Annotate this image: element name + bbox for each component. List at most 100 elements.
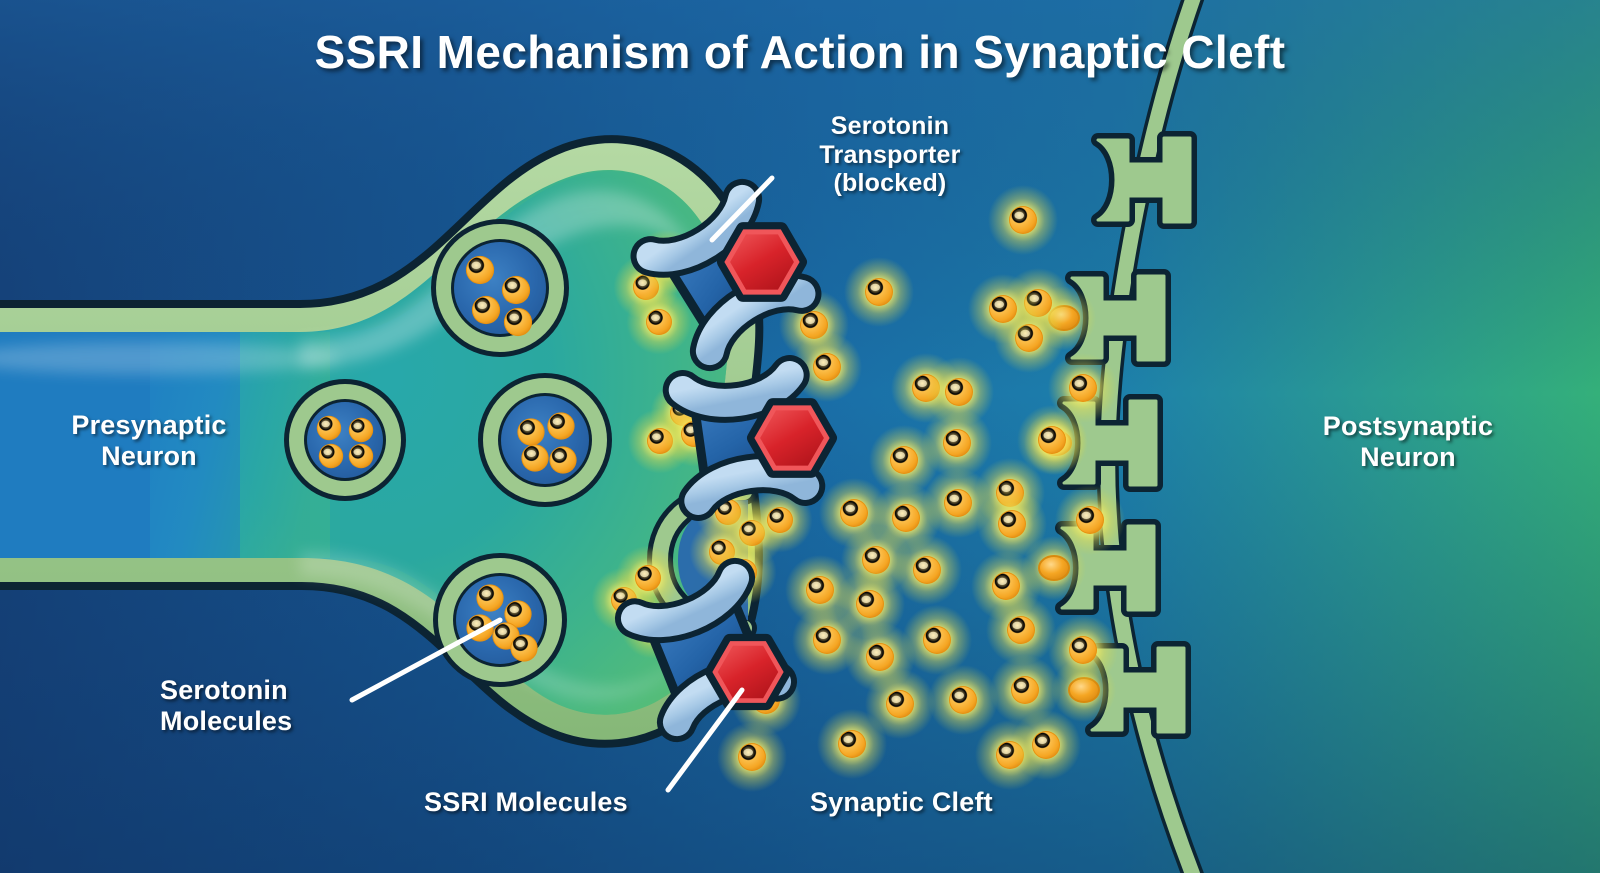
- ssri-molecule[interactable]: [717, 222, 807, 302]
- transporter-layer: [614, 178, 837, 743]
- serotonin-body: [550, 447, 576, 473]
- serotonin-specular: [997, 577, 1007, 586]
- serotonin-layer: [591, 185, 1125, 792]
- serotonin-specular: [720, 504, 729, 512]
- membrane-highlight-bottom: [300, 551, 690, 700]
- serotonin-specular: [861, 595, 871, 604]
- serotonin-specular: [871, 648, 881, 657]
- serotonin-body: [466, 256, 494, 284]
- postsynaptic-receptor: [1091, 131, 1197, 229]
- serotonin-molecule: [717, 722, 787, 792]
- leader-lines: [349, 175, 775, 793]
- serotonin-body: [349, 418, 373, 442]
- serotonin-body: [1009, 206, 1037, 234]
- serotonin-body: [944, 489, 972, 517]
- serotonin-specular: [954, 691, 964, 700]
- serotonin-body: [992, 572, 1020, 600]
- serotonin-body: [865, 278, 893, 306]
- leader-serotonin: [349, 617, 503, 703]
- serotonin-specular: [471, 261, 481, 270]
- serotonin-specular: [515, 639, 525, 648]
- transporter-cap-0: [620, 563, 750, 638]
- receptor-body: [1096, 136, 1192, 224]
- serotonin-molecule: [501, 275, 531, 305]
- serotonin-molecule: [316, 415, 342, 441]
- serotonin-molecule: [318, 443, 344, 469]
- serotonin-specular: [805, 316, 815, 325]
- ssri-molecule[interactable]: [705, 633, 791, 711]
- serotonin-specular: [497, 627, 507, 636]
- ssri-molecule[interactable]: [747, 398, 837, 478]
- serotonin-molecule: [844, 257, 914, 327]
- serotonin-specular: [994, 300, 1004, 309]
- serotonin-molecule: [902, 605, 972, 675]
- serotonin-body: [813, 626, 841, 654]
- serotonin-body: [856, 590, 884, 618]
- serotonin-molecule: [869, 425, 939, 495]
- serotonin-body: [1069, 636, 1097, 664]
- serotonin-molecule: [792, 332, 862, 402]
- serotonin-specular: [845, 504, 855, 513]
- serotonin-molecule: [977, 489, 1047, 559]
- receptor-layer: [1022, 131, 1197, 739]
- serotonin-body: [1007, 616, 1035, 644]
- serotonin-specular: [772, 512, 781, 520]
- serotonin-body: [767, 507, 793, 533]
- ssri-body: [717, 645, 779, 699]
- serotonin-body: [862, 546, 890, 574]
- serotonin-molecule: [990, 655, 1060, 725]
- synaptic-vesicle: [478, 373, 612, 507]
- serotonin-specular: [552, 417, 562, 426]
- ssri-body: [760, 410, 824, 466]
- serotonin-specular: [949, 494, 959, 503]
- serotonin-molecule: [549, 446, 577, 474]
- serotonin-specular: [867, 551, 877, 560]
- serotonin-specular: [870, 283, 880, 292]
- serotonin-specular: [509, 605, 519, 614]
- serotonin-body: [472, 296, 500, 324]
- serotonin-body: [319, 444, 343, 468]
- serotonin-specular: [1003, 515, 1013, 524]
- serotonin-specular: [818, 358, 828, 367]
- serotonin-specular: [554, 451, 564, 460]
- vesicle-lumen: [501, 396, 589, 484]
- axon-highlight: [0, 342, 340, 374]
- serotonin-body: [840, 499, 868, 527]
- ssri-body: [730, 234, 794, 290]
- serotonin-body: [1011, 676, 1039, 704]
- serotonin-body: [838, 730, 866, 758]
- serotonin-specular: [1074, 641, 1084, 650]
- serotonin-specular: [1037, 736, 1047, 745]
- serotonin-body: [502, 276, 530, 304]
- serotonin-body: [1032, 731, 1060, 759]
- leader-ssri: [665, 687, 745, 793]
- serotonin-specular: [323, 448, 332, 456]
- serotonin-molecule: [1011, 710, 1081, 780]
- serotonin-specular: [353, 422, 362, 430]
- serotonin-body: [504, 308, 532, 336]
- serotonin-specular: [895, 451, 905, 460]
- synaptic-vesicle: [284, 379, 406, 501]
- serotonin-molecule: [865, 669, 935, 739]
- serotonin-specular: [651, 314, 660, 322]
- serotonin-molecule: [968, 274, 1038, 344]
- serotonin-molecule: [1048, 615, 1118, 685]
- serotonin-body: [511, 635, 537, 661]
- transporter-cap-1: [684, 459, 820, 515]
- serotonin-specular: [928, 631, 938, 640]
- vesicle-layer: [284, 219, 612, 687]
- serotonin-molecule: [517, 418, 545, 446]
- serotonin-specular: [891, 695, 901, 704]
- serotonin-body: [998, 510, 1026, 538]
- transporter-cap-0: [668, 361, 804, 417]
- serotonin-specular: [1012, 621, 1022, 630]
- serotonin-specular: [1014, 211, 1024, 220]
- serotonin-specular: [948, 434, 958, 443]
- serotonin-molecule: [348, 417, 374, 443]
- transporter-core: [652, 594, 760, 706]
- serotonin-body: [806, 576, 834, 604]
- serotonin-molecule: [476, 584, 504, 612]
- serotonin-specular: [1081, 511, 1091, 520]
